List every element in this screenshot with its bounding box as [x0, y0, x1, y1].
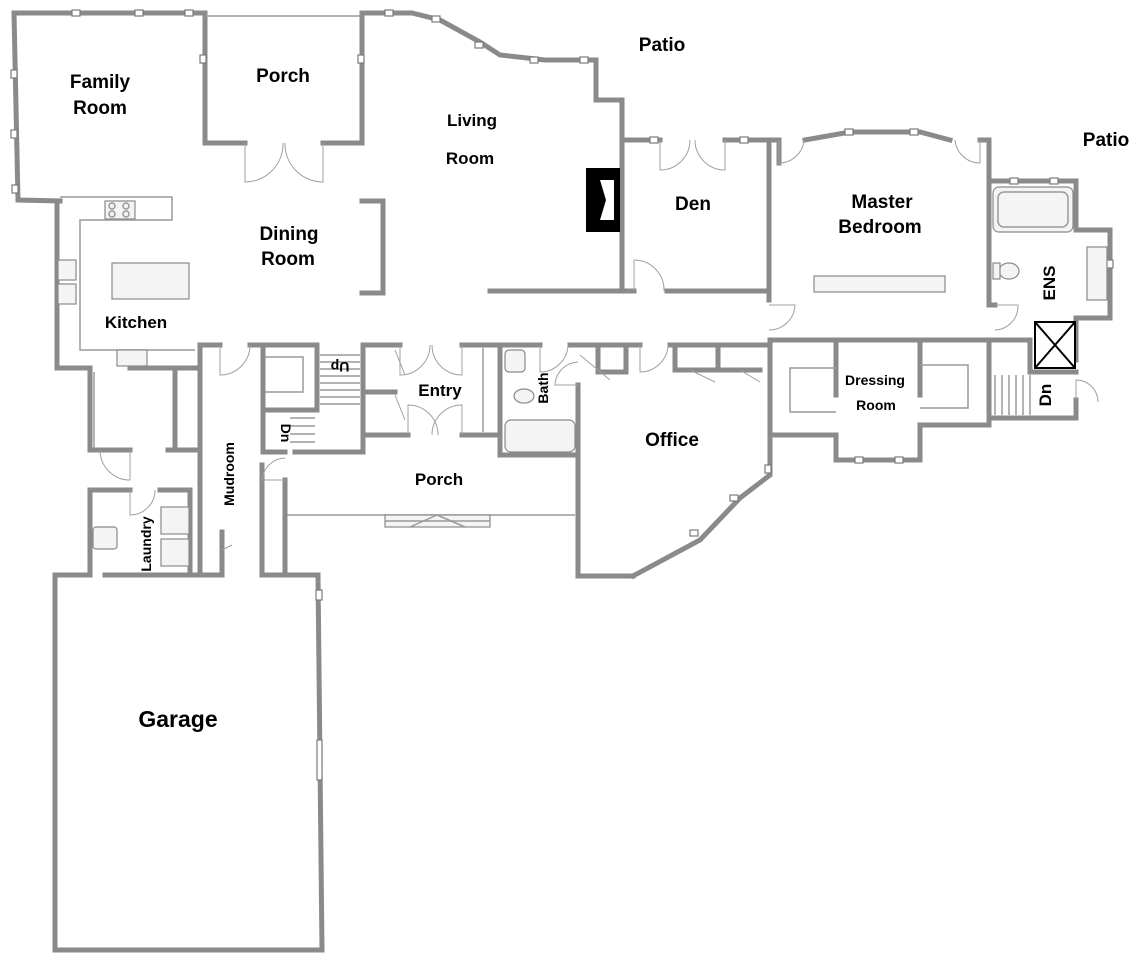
fireplace-icon	[586, 168, 620, 232]
label-porch-bottom: Porch	[415, 470, 463, 489]
label-porch-top: Porch	[256, 66, 310, 87]
label-master-2: Bedroom	[838, 217, 921, 238]
laundry-wall-top-right	[157, 487, 193, 578]
dishwasher-icon	[116, 349, 148, 367]
label-patio-1: Patio	[639, 35, 685, 56]
dressing-room-walls	[767, 357, 992, 463]
label-office: Office	[645, 430, 699, 451]
stove-icon	[104, 200, 136, 220]
label-master: Master	[851, 192, 913, 213]
bathtub-icon	[992, 186, 1074, 233]
label-entry: Entry	[418, 381, 462, 400]
label-dressing: Dressing	[845, 372, 905, 388]
stair-wall-3	[260, 407, 288, 455]
office-wall-right	[629, 342, 773, 580]
office-wall-left	[575, 452, 636, 579]
stair-right-walls	[986, 337, 1079, 421]
stairs-down-left	[290, 417, 315, 443]
sink-icon	[57, 259, 77, 281]
bathtub-icon-bath	[504, 419, 576, 453]
office-closet-2	[672, 342, 763, 373]
label-family-room-2: Room	[73, 98, 127, 119]
label-patio-2: Patio	[1083, 130, 1129, 151]
fixtures	[57, 168, 1108, 567]
laundry-wall-bottom	[102, 529, 225, 578]
bath-wall	[497, 382, 581, 458]
label-dining: Dining	[259, 224, 318, 245]
den-wall-right	[722, 137, 772, 303]
walls	[11, 10, 1113, 953]
entry-wall-right	[459, 342, 503, 438]
living-room-top-wall	[359, 10, 625, 293]
sink-icon-2	[57, 283, 77, 305]
label-mudroom: Mudroom	[221, 442, 237, 506]
stair-right-top	[1027, 337, 1079, 375]
dresser	[813, 275, 946, 293]
label-laundry: Laundry	[138, 516, 154, 571]
label-kitchen: Kitchen	[105, 313, 167, 332]
room-labels: Family Room Porch Living Room Patio Pati…	[70, 35, 1129, 732]
label-up: Up	[331, 359, 350, 375]
dryer-icon	[160, 538, 190, 567]
doors	[99, 139, 1099, 551]
stairs-down-right	[994, 375, 1031, 415]
kitchen-counter	[60, 196, 195, 351]
dining-wall-bracket	[359, 198, 386, 296]
stair-wall	[260, 342, 318, 413]
office-closet-1	[595, 342, 629, 375]
family-room-walls	[11, 10, 208, 204]
label-dn-left: Dn	[278, 424, 294, 443]
sink-icon-ens	[1086, 246, 1108, 301]
label-living-room-2: Room	[446, 149, 494, 168]
windows	[10, 9, 1114, 781]
master-wall-top	[802, 129, 954, 144]
master-wall-right	[977, 137, 992, 308]
label-den: Den	[675, 194, 711, 215]
label-ens: ENS	[1040, 266, 1059, 301]
label-garage: Garage	[138, 706, 217, 732]
label-dining-2: Room	[261, 249, 315, 270]
label-dressing-2: Room	[856, 397, 896, 413]
garage-walls	[52, 462, 325, 953]
kitchen-island	[111, 262, 190, 300]
label-dn-right: Dn	[1036, 384, 1055, 407]
stair-wall-4	[292, 342, 366, 455]
washer-icon	[160, 506, 190, 535]
stairs-up	[320, 354, 360, 405]
pantry-wall	[87, 365, 133, 453]
label-family-room: Family	[70, 72, 131, 93]
kitchen-wall-left	[54, 198, 93, 371]
label-living-room: Living	[447, 111, 497, 130]
label-bath: Bath	[535, 372, 551, 403]
toilet-icon-bath	[513, 388, 535, 404]
sink-icon-bath	[504, 349, 526, 373]
toilet-icon	[998, 262, 1020, 280]
laundry-sink-icon	[92, 526, 118, 550]
